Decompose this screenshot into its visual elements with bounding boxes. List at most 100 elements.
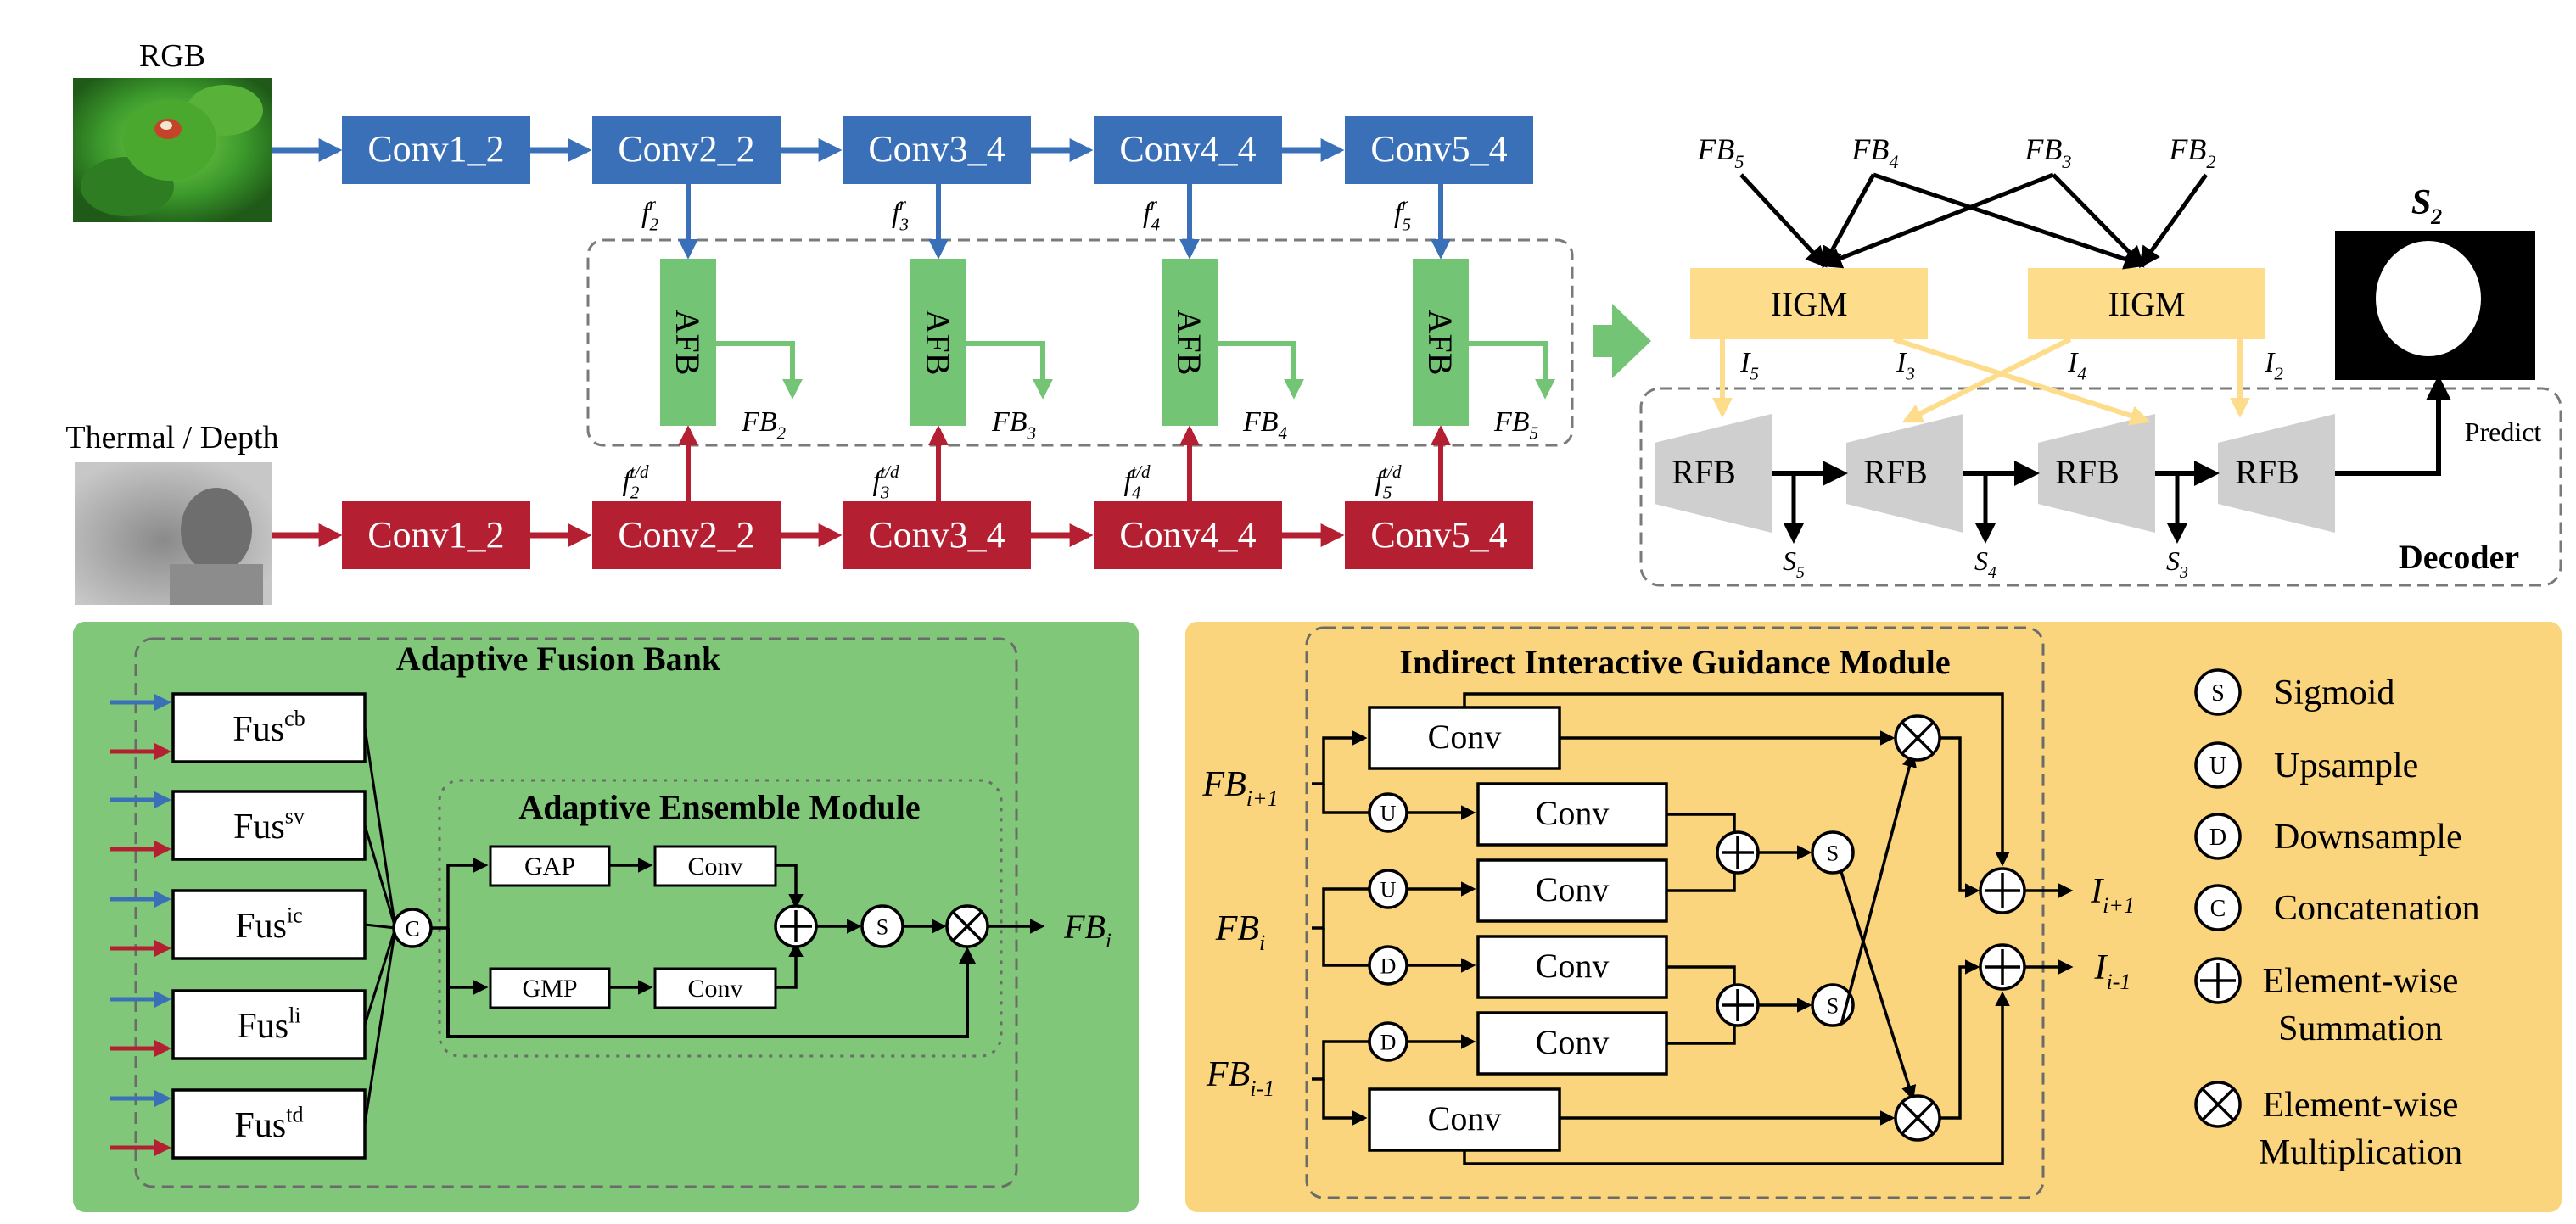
- iigm-conv-label: Conv: [1428, 1099, 1502, 1137]
- iigm-output-sum: [1979, 943, 2026, 991]
- aem-arrow: [776, 864, 804, 909]
- fusion-block: [171, 889, 367, 960]
- fb-output-label: FB2: [741, 406, 787, 444]
- decoder-i-label: I5: [1739, 347, 1759, 384]
- svg-text:U: U: [2209, 753, 2226, 780]
- rfb-block: [2218, 414, 2335, 533]
- rgb-encoder-block: [1094, 116, 1282, 184]
- iigm-cross-arrow: [1840, 752, 1917, 1026]
- svg-text:C: C: [405, 916, 419, 941]
- rgb-encoder-label: Conv2_2: [618, 128, 754, 170]
- fb-output-label: FB3: [991, 406, 1036, 444]
- iigm-sigmoid-symbol: S: [1811, 830, 1855, 875]
- td-encoder-label: Conv5_4: [1370, 514, 1507, 556]
- side-output-label: S3: [2166, 545, 2188, 582]
- td-encoder-block: [843, 501, 1031, 569]
- downsample-symbol: D: [1368, 1021, 1408, 1062]
- legend-label: Concatenation: [2274, 889, 2480, 928]
- fb-to-iigm-arrow: [1820, 172, 2054, 269]
- afb-block-label: AFB: [669, 310, 707, 376]
- iigm-sum-symbol: [1716, 983, 1760, 1027]
- fusion-block-label: Fusli: [237, 1003, 300, 1046]
- iigm-multiply-symbol: [1894, 1094, 1941, 1142]
- td-encoder-label: Conv3_4: [868, 514, 1005, 556]
- afb-output-arrow: [966, 341, 1053, 400]
- conv-label: Conv: [687, 852, 742, 880]
- iigm-conv-label: Conv: [1536, 794, 1610, 832]
- td-encoder-block: [1094, 501, 1282, 569]
- td-encoder-label: Conv4_4: [1119, 514, 1256, 556]
- iigm-arrow: [1322, 1079, 1368, 1126]
- side-output-label: S5: [1783, 545, 1805, 582]
- svg-text:U: U: [1380, 801, 1397, 825]
- svg-text:S: S: [1827, 993, 1839, 1018]
- iigm-arrow: [1312, 1040, 1369, 1081]
- iigm-conv-label: Conv: [1536, 1023, 1610, 1061]
- gmp-block: [489, 967, 611, 1009]
- legend-label: Element-wise: [2263, 1086, 2459, 1125]
- rfb-block-label: RFB: [1672, 453, 1736, 491]
- gmp-label: GMP: [522, 975, 577, 1003]
- aem-branch: [431, 858, 489, 930]
- rgb-label: RGB: [139, 38, 205, 74]
- afb-block: [910, 259, 966, 426]
- fb-to-iigm-arrow: [2139, 173, 2209, 269]
- iigm-residual: [1463, 991, 2010, 1165]
- iigm-residual: [1463, 692, 2010, 867]
- fusion-block-label: Fussv: [233, 803, 305, 847]
- decoder-title: Decoder: [2399, 538, 2519, 576]
- afb-block-label: AFB: [919, 310, 957, 376]
- afb-region-frame: [586, 238, 1574, 447]
- downsample-symbol: D: [1368, 945, 1408, 986]
- legend-label: Upsample: [2274, 746, 2418, 785]
- rfb-block-label: RFB: [1863, 453, 1928, 491]
- fb-output-label: FB4: [1242, 406, 1288, 444]
- rgb-encoder-label: Conv3_4: [868, 128, 1005, 170]
- iigm-conv-label: Conv: [1536, 947, 1610, 985]
- afb-panel-title: Adaptive Fusion Bank: [396, 640, 721, 678]
- rgb-feature-label: f5r: [1394, 193, 1411, 234]
- fusion-block: [171, 692, 367, 763]
- conv-label: Conv: [687, 975, 742, 1003]
- legend-symbol: C: [2194, 884, 2242, 931]
- svg-text:D: D: [1380, 1030, 1397, 1054]
- decoder-frame: [1639, 387, 2562, 587]
- side-output-label: S4: [1974, 545, 1996, 582]
- fb-to-iigm-arrow: [1822, 173, 1876, 269]
- decoder-i-label: I4: [2067, 347, 2086, 384]
- iigm-block: [2028, 268, 2265, 339]
- td-encoder-label: Conv2_2: [618, 514, 754, 556]
- rgb-feature-label: f3r: [892, 193, 909, 234]
- fusion-to-concat: [363, 927, 397, 1026]
- aem-frame: [438, 779, 1003, 1058]
- iigm-conv-block: [1476, 782, 1668, 847]
- thermal-image: [75, 462, 272, 605]
- iigm-panel-title: Indirect Interactive Guidance Module: [1399, 643, 1950, 681]
- iigm-conv-label: Conv: [1428, 718, 1502, 756]
- iigm-conv-block: [1476, 1011, 1668, 1076]
- rfb-block: [1655, 414, 1772, 533]
- multiply-symbol: [945, 904, 989, 948]
- legend-symbol: [2194, 1081, 2242, 1128]
- legend-label: Downsample: [2274, 818, 2462, 857]
- svg-text:C: C: [2210, 896, 2226, 922]
- decoder-fb-input: FB3: [2024, 132, 2071, 172]
- iigm-arrow: [1312, 730, 1368, 785]
- final-output-label: S2: [2411, 183, 2442, 229]
- legend-label: Sigmoid: [2274, 673, 2394, 713]
- rfb-block: [1846, 414, 1963, 533]
- afb-output-label: FBi: [1063, 908, 1112, 953]
- afb-block-label: AFB: [1421, 310, 1459, 376]
- sum-symbol: [774, 904, 818, 948]
- afb-output-arrow: [1218, 341, 1304, 400]
- rfb-block-label: RFB: [2235, 453, 2299, 491]
- iigm-arrow: [1322, 784, 1369, 814]
- fusion-block-label: Fustd: [235, 1102, 304, 1145]
- iigm-output-label: Ii-1: [2094, 948, 2131, 994]
- afb-panel: FuscbFussvFusicFusliFustdCGAPGMPConvConv…: [110, 692, 1112, 1160]
- legend-symbol: S: [2194, 668, 2242, 716]
- legend-symbol: U: [2194, 741, 2242, 789]
